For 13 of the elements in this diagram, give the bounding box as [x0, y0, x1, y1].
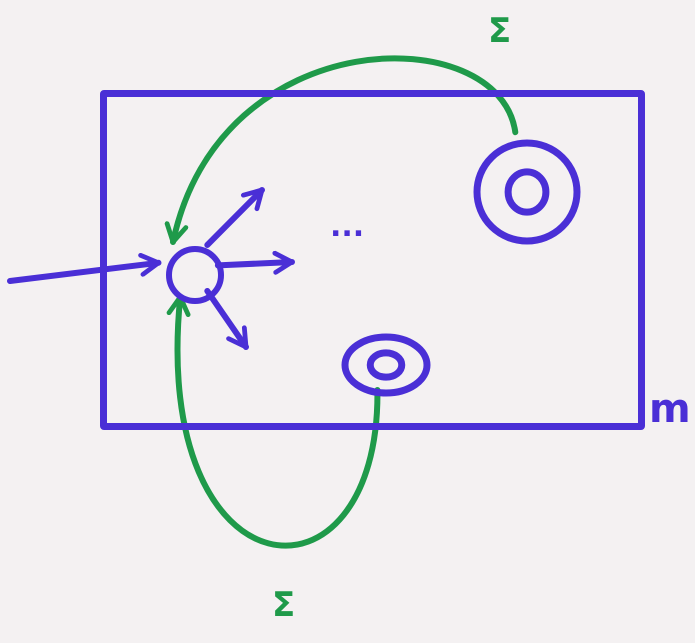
rectangle-frame	[100, 90, 645, 430]
arrow	[214, 250, 295, 275]
arrow	[7, 252, 162, 284]
circle-node	[165, 245, 225, 305]
frame-label: m	[649, 386, 691, 432]
arrow	[204, 187, 265, 248]
arrow	[204, 288, 249, 350]
edge-label: Σ	[488, 14, 512, 48]
double-circle-node	[473, 139, 581, 245]
edge-label: Σ	[272, 588, 296, 622]
double-circle-node	[341, 333, 431, 397]
ellipsis-text: ...	[330, 212, 364, 242]
arrow	[166, 55, 518, 246]
